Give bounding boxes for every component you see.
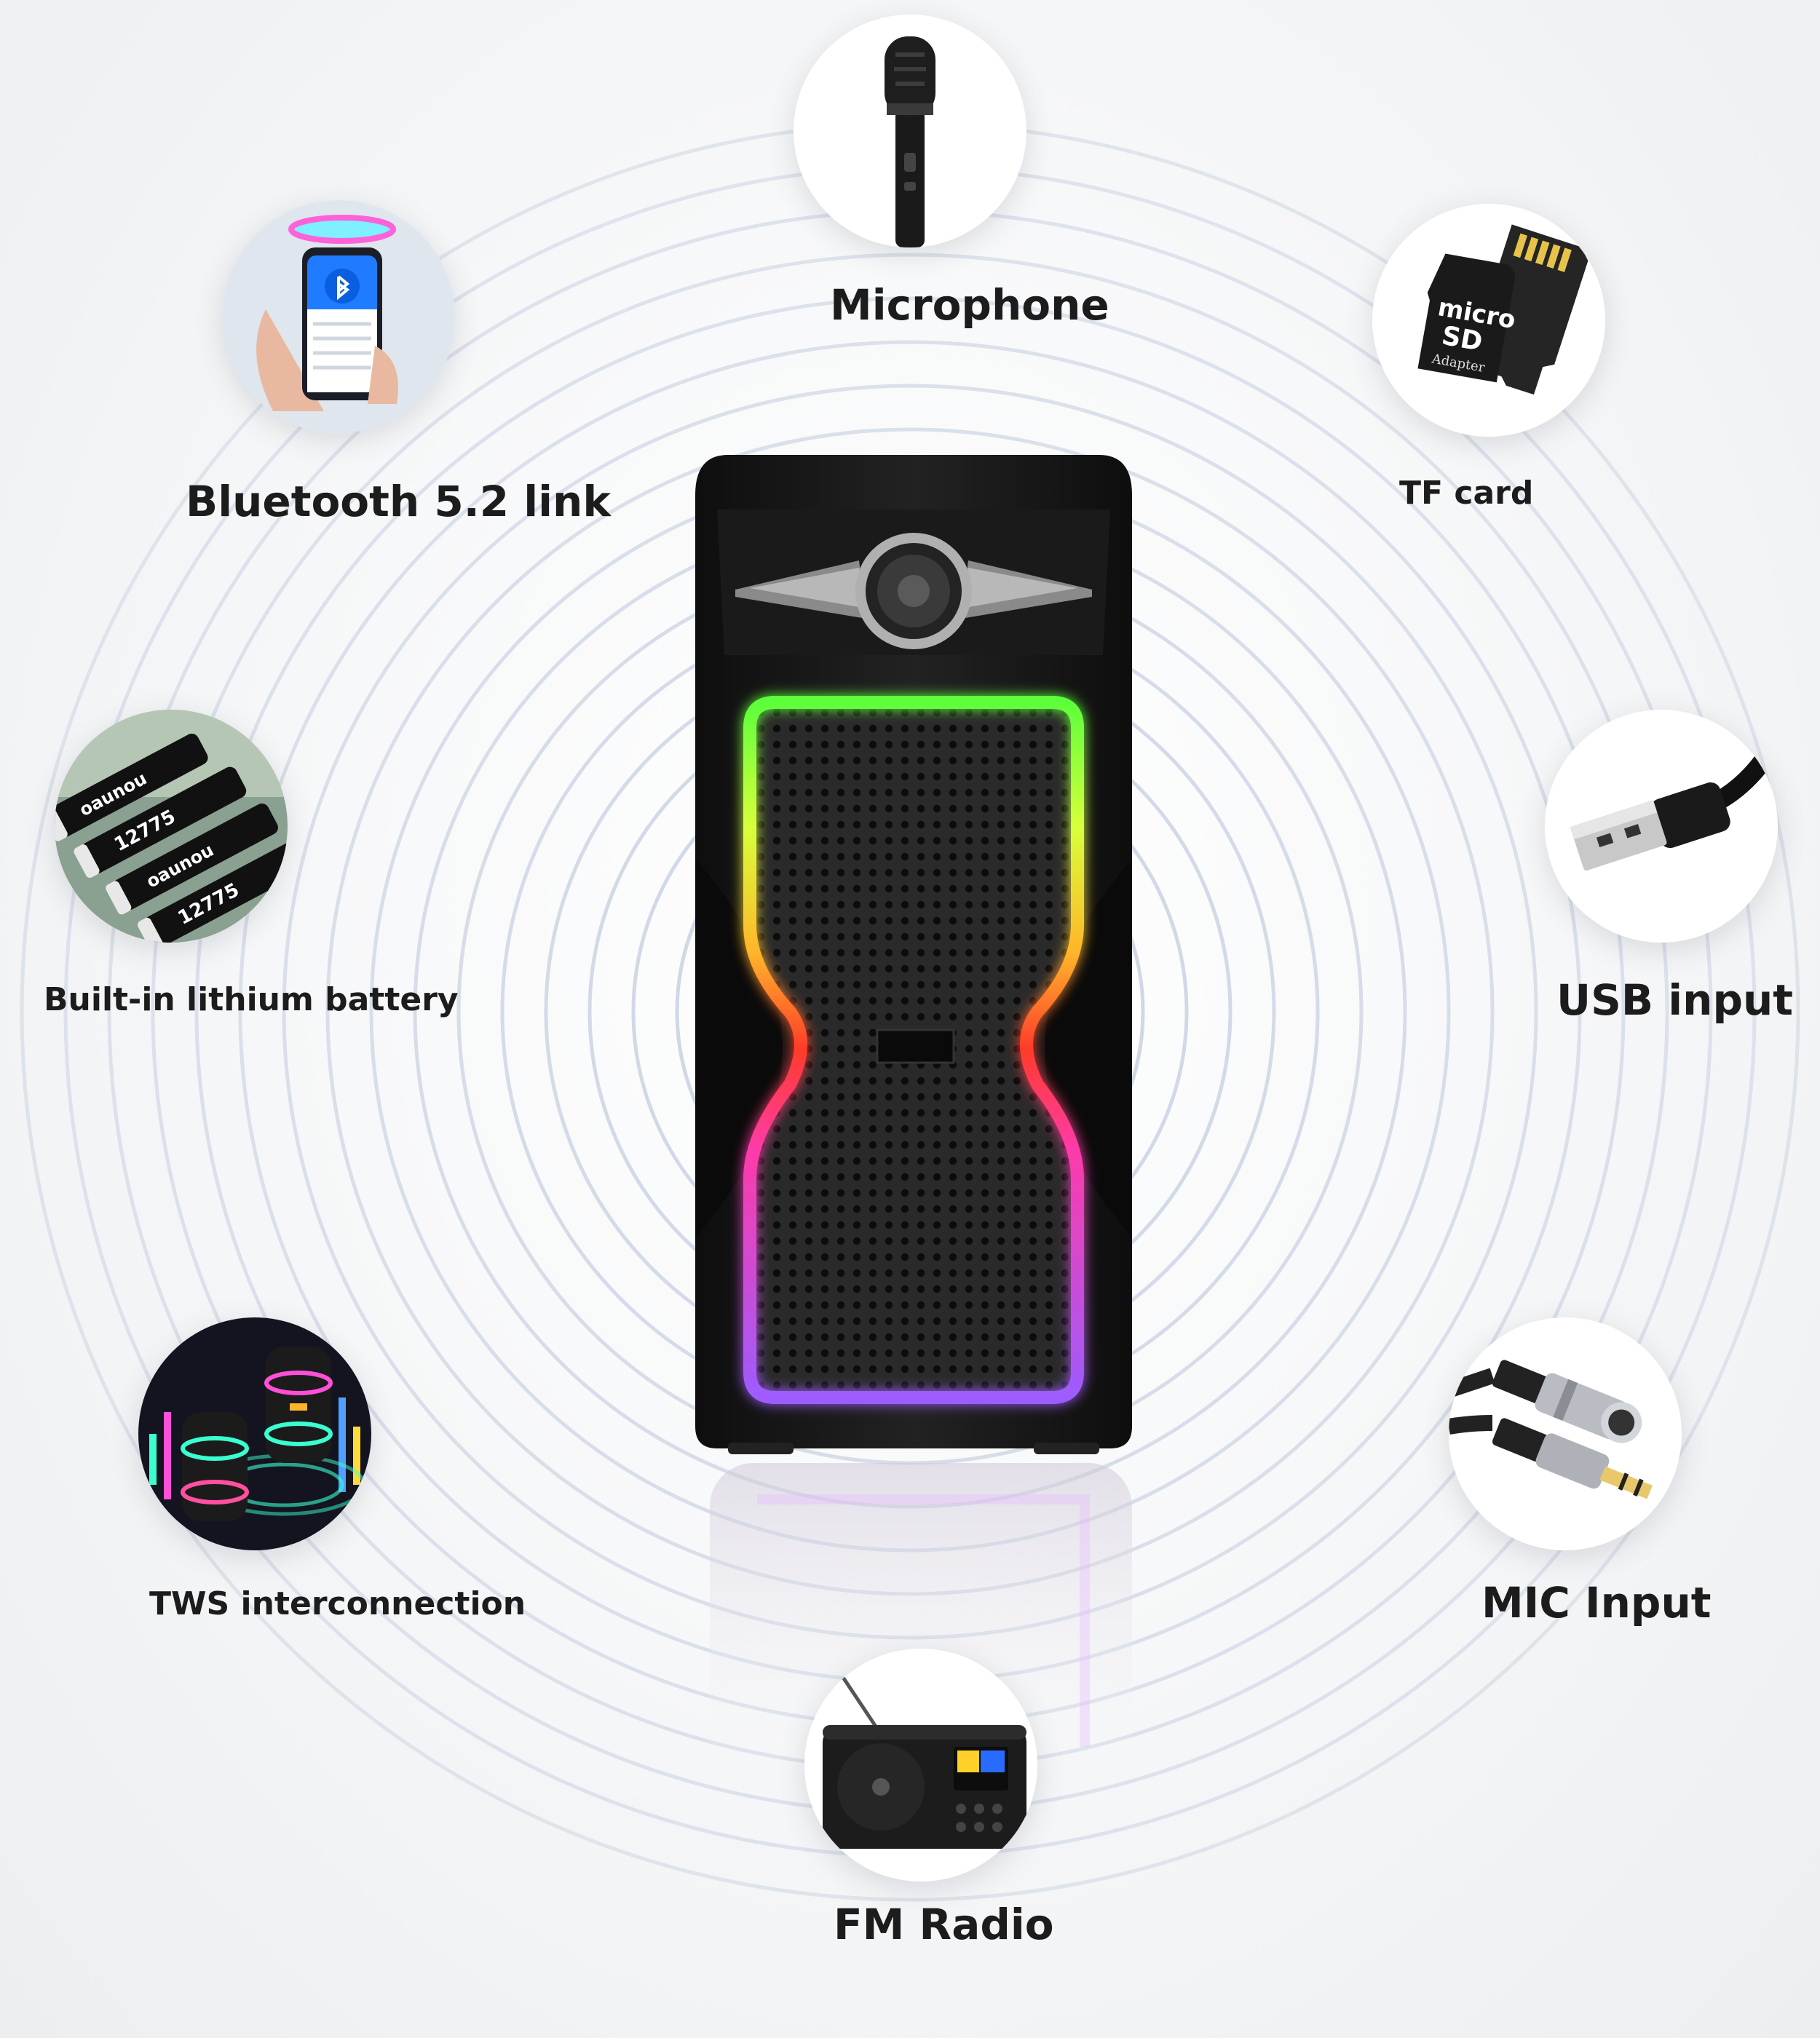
mic-input-label: MIC Input: [1481, 1578, 1712, 1627]
tf-card-label: TF card: [1399, 475, 1534, 512]
micro-sd-card-icon: micro SD Adapter: [1372, 204, 1605, 437]
microphone-icon: [794, 15, 1026, 247]
usb-plug-icon: [1545, 710, 1778, 943]
microphone-label: Microphone: [830, 280, 1109, 330]
xlr-cable-icon: [1449, 1317, 1682, 1550]
battery-label: Built-in lithium battery: [44, 981, 459, 1018]
fm-radio-label: FM Radio: [834, 1900, 1054, 1949]
battery-icon: oaunou 12775 oaunou 12775: [55, 710, 288, 943]
tws-label: TWS interconnection: [149, 1585, 526, 1622]
bluetooth-label: Bluetooth 5.2 link: [186, 477, 611, 526]
tws-speakers-icon: [138, 1317, 371, 1550]
usb-label: USB input: [1556, 975, 1793, 1025]
radio-icon: [804, 1649, 1037, 1882]
sd-card-sd-text: SD: [1439, 321, 1484, 357]
phone-bluetooth-icon: [222, 200, 455, 433]
